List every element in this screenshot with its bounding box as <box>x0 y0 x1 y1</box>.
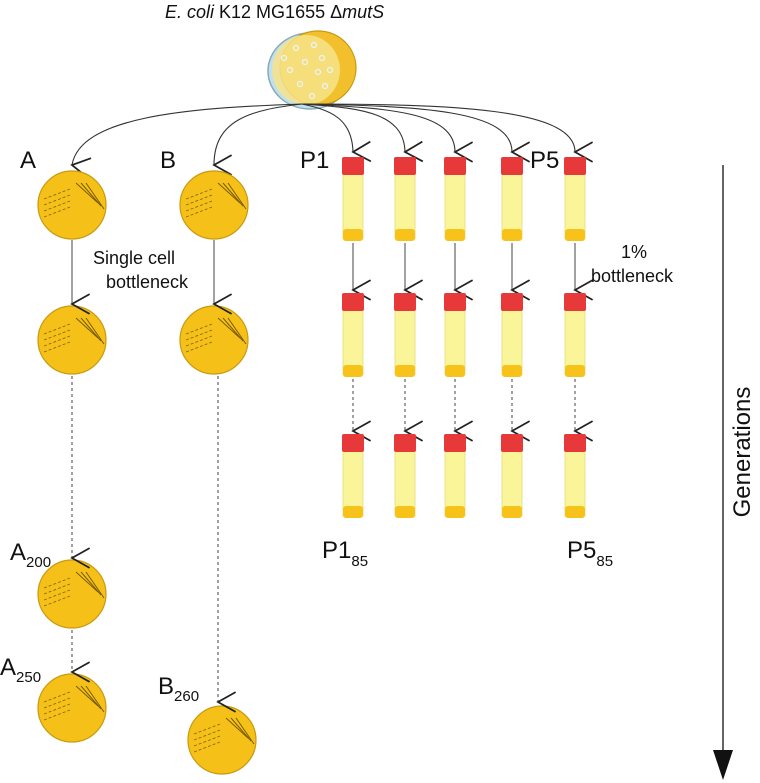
tube-p4-row1 <box>501 157 523 241</box>
tube-p2-row1 <box>394 157 416 241</box>
tube-p1-row2 <box>342 293 364 377</box>
tube-p5-row1 <box>564 157 586 241</box>
tube-p3-row3 <box>444 434 466 518</box>
lineage-b-label: B <box>160 147 176 174</box>
fan-arrow-p5 <box>301 103 594 163</box>
tube-p2-row2 <box>394 293 416 377</box>
plate-b-260 <box>187 705 257 775</box>
plate-a-2 <box>37 305 107 375</box>
fan-arrow-p3 <box>301 103 474 163</box>
lineage-a-label: A <box>20 147 36 174</box>
tube-p2-row3 <box>394 434 416 518</box>
fan-arrow-p1 <box>301 103 372 163</box>
tubes <box>342 157 586 518</box>
tube-p3-row1 <box>444 157 466 241</box>
tube-p1-row1 <box>342 157 364 241</box>
plate-b-2 <box>179 305 249 375</box>
tube-p4-row2 <box>501 293 523 377</box>
title-gene: mutS <box>342 2 384 22</box>
fan-arrow-p4 <box>301 103 531 163</box>
fan-arrow-b <box>212 103 303 176</box>
population-p1-label: P1 <box>300 147 329 174</box>
tube-p5-row2 <box>564 293 586 377</box>
fan-arrow-p2 <box>301 103 424 163</box>
generations-axis-arrowhead <box>713 750 733 780</box>
population-p1-final-label: P185 <box>322 537 368 570</box>
fan-arrow-a <box>70 103 303 179</box>
tube-p5-row3 <box>564 434 586 518</box>
title-species: E. coli <box>165 2 215 22</box>
title-strain: K12 MG1655 Δ <box>214 2 342 22</box>
plate-a-1 <box>37 170 107 240</box>
generations-label: Generations <box>729 387 756 518</box>
lineage-b-final-label: B260 <box>158 673 199 705</box>
population-p5-label: P5 <box>530 147 559 174</box>
plate-b-1 <box>179 170 249 240</box>
tube-p3-row2 <box>444 293 466 377</box>
ancestral-plate <box>267 30 357 110</box>
tube-p4-row3 <box>501 434 523 518</box>
percent-label-line1: 1% <box>621 242 647 262</box>
title: E. coli K12 MG1655 ΔmutS <box>165 2 384 22</box>
lineage-a-final-label: A250 <box>0 654 41 686</box>
percent-label-line2: bottleneck <box>591 266 674 286</box>
single-cell-label-line1: Single cell <box>93 248 175 268</box>
single-cell-label-line2: bottleneck <box>106 272 189 292</box>
transfer-arrows <box>70 240 594 713</box>
tube-p1-row3 <box>342 434 364 518</box>
plate-a-250 <box>37 673 107 743</box>
fan-out-arrows <box>70 103 594 179</box>
population-p5-final-label: P585 <box>567 537 613 570</box>
lineage-a-mid-label: A200 <box>10 539 51 571</box>
